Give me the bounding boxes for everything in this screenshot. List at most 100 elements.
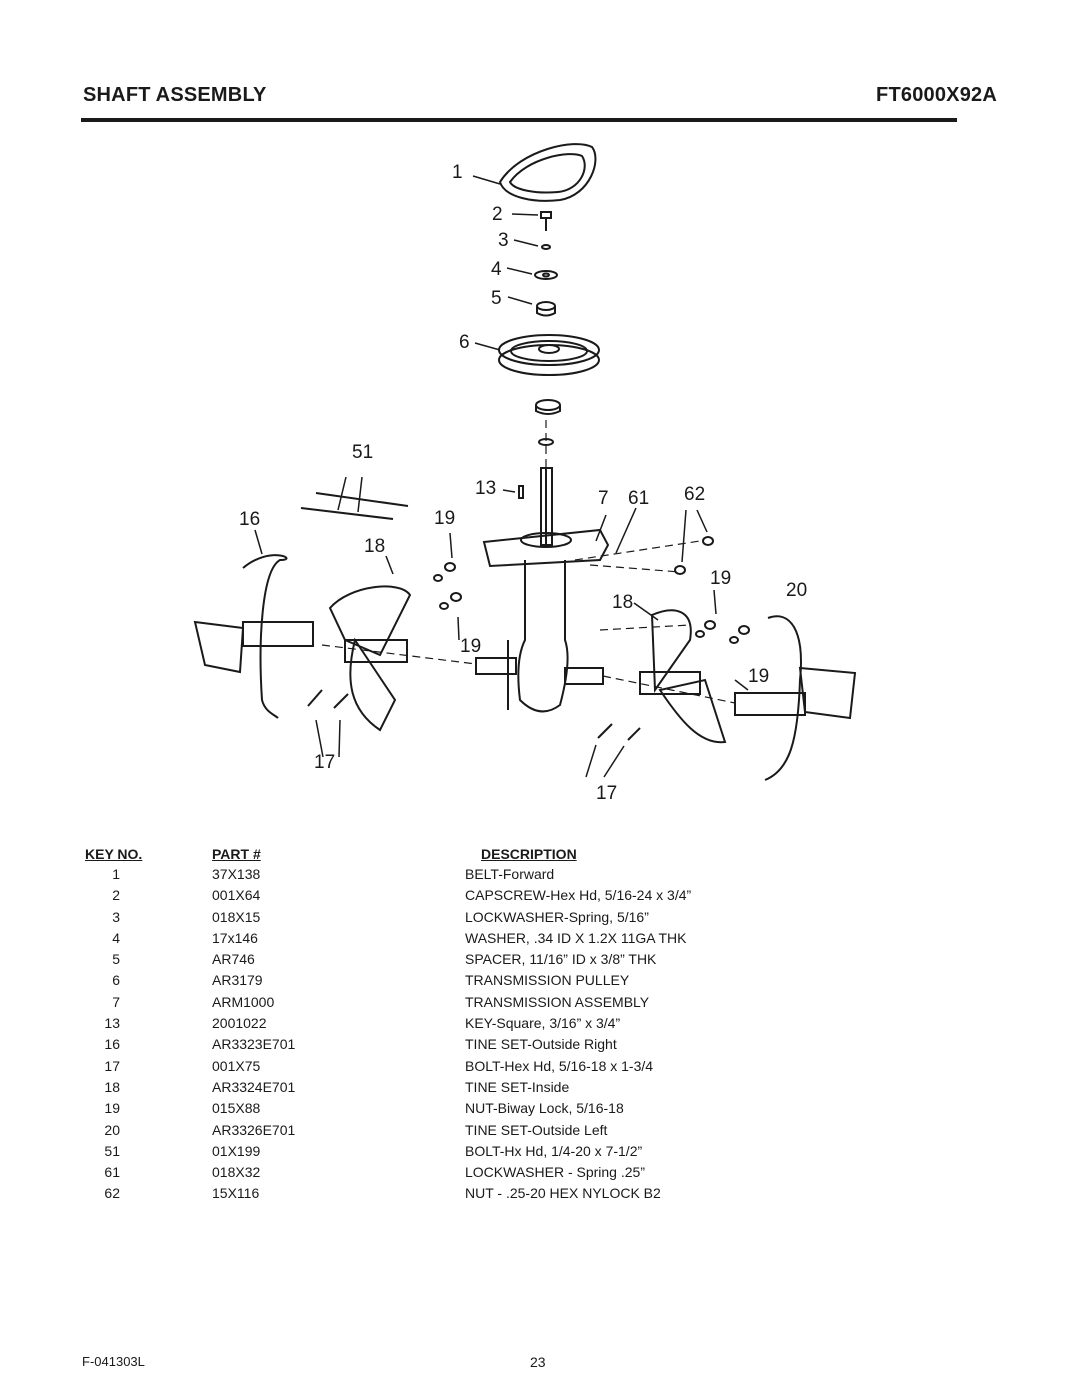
key-no-cell: 17 bbox=[104, 1057, 120, 1074]
callout-number: 17 bbox=[596, 783, 617, 804]
callout-number: 19 bbox=[434, 508, 455, 529]
key-no-cell: 4 bbox=[112, 929, 120, 946]
belt-part bbox=[498, 143, 597, 202]
key-no-cell: 7 bbox=[112, 993, 120, 1010]
part-number-cell: AR3324E701 bbox=[212, 1078, 296, 1095]
part-number-cell: 018X32 bbox=[212, 1164, 261, 1181]
long-bolts-part bbox=[300, 492, 409, 520]
part-number-cell: 2001022 bbox=[212, 1015, 267, 1032]
column-header-part-number: PART # bbox=[212, 846, 261, 862]
tine-set-outside-left-part bbox=[734, 615, 857, 781]
key-no-cell: 2 bbox=[112, 887, 120, 904]
key-no-cell: 61 bbox=[104, 1164, 120, 1181]
key-no-cell: 1 bbox=[112, 866, 120, 882]
part-number-cell: 17x146 bbox=[212, 929, 258, 946]
tine-set-inside-right-part bbox=[639, 609, 727, 744]
key-no-cell: 5 bbox=[112, 951, 120, 968]
key-no-cell: 18 bbox=[104, 1078, 120, 1095]
capscrew-part bbox=[540, 211, 552, 231]
callout-number: 4 bbox=[491, 259, 502, 280]
description-cell: NUT-Biway Lock, 5/16-18 bbox=[465, 1100, 624, 1117]
part-number-cell: AR3323E701 bbox=[212, 1036, 296, 1053]
page-number: 23 bbox=[530, 1354, 546, 1370]
callout-number: 18 bbox=[612, 592, 633, 613]
model-number: FT6000X92A bbox=[876, 84, 997, 106]
part-number-cell: 15X116 bbox=[212, 1185, 260, 1202]
description-cell: LOCKWASHER-Spring, 5/16” bbox=[465, 908, 649, 925]
table-row: 51 01X199 BOLT-Hx Hd, 1/4-20 x 7-1/2” bbox=[0, 1143, 1080, 1164]
key-no-cell: 3 bbox=[112, 908, 120, 925]
page-title: SHAFT ASSEMBLY bbox=[83, 84, 267, 106]
description-cell: TINE SET-Outside Left bbox=[465, 1121, 608, 1138]
callout-number: 51 bbox=[352, 442, 373, 463]
key-no-cell: 19 bbox=[104, 1100, 120, 1117]
tine-set-inside-left-part bbox=[328, 585, 412, 732]
description-cell: KEY-Square, 3/16” x 3/4” bbox=[465, 1015, 621, 1032]
transmission-part bbox=[475, 528, 610, 713]
description-cell: NUT - .25-20 HEX NYLOCK B2 bbox=[465, 1185, 661, 1202]
part-number-cell: 01X199 bbox=[212, 1142, 261, 1159]
spacer-part bbox=[536, 301, 556, 317]
tine-set-outside-right-part bbox=[193, 554, 314, 719]
lockwasher-part bbox=[541, 244, 551, 250]
description-cell: TINE SET-Outside Right bbox=[465, 1036, 617, 1053]
callout-number: 62 bbox=[684, 484, 705, 505]
key-no-cell: 6 bbox=[112, 972, 120, 989]
callout-number: 5 bbox=[491, 288, 502, 309]
table-row: 6 AR3179 TRANSMISSION PULLEY bbox=[0, 972, 1080, 993]
table-row: 61 018X32 LOCKWASHER - Spring .25” bbox=[0, 1164, 1080, 1185]
part-number-cell: AR3179 bbox=[212, 972, 263, 989]
part-number-cell: 001X75 bbox=[212, 1057, 261, 1074]
washer-part bbox=[534, 270, 558, 280]
callout-number: 16 bbox=[239, 509, 260, 530]
assembly-axis-lines bbox=[321, 420, 736, 704]
table-row: 62 15X116 NUT - .25-20 HEX NYLOCK B2 bbox=[0, 1185, 1080, 1206]
description-cell: CAPSCREW-Hex Hd, 5/16-24 x 3/4” bbox=[465, 887, 692, 904]
table-row: 4 17x146 WASHER, .34 ID X 1.2X 11GA THK bbox=[0, 930, 1080, 951]
pulley-part bbox=[498, 334, 600, 376]
description-cell: LOCKWASHER - Spring .25” bbox=[465, 1164, 645, 1181]
part-number-cell: 37X138 bbox=[212, 866, 261, 882]
description-cell: WASHER, .34 ID X 1.2X 11GA THK bbox=[465, 929, 687, 946]
key-no-cell: 51 bbox=[104, 1142, 120, 1159]
part-number-cell: AR3326E701 bbox=[212, 1121, 296, 1138]
callout-number: 19 bbox=[710, 568, 731, 589]
table-row: 20 AR3326E701 TINE SET-Outside Left bbox=[0, 1122, 1080, 1143]
document-code: F-041303L bbox=[82, 1354, 145, 1369]
biway-nuts-part bbox=[433, 536, 750, 644]
callout-number: 19 bbox=[460, 636, 481, 657]
table-row: 2 001X64 CAPSCREW-Hex Hd, 5/16-24 x 3/4” bbox=[0, 887, 1080, 908]
callout-number: 61 bbox=[628, 488, 649, 509]
column-header-key-no: KEY NO. bbox=[85, 846, 143, 862]
callout-number: 13 bbox=[475, 478, 496, 499]
callout-number: 1 bbox=[452, 162, 463, 183]
table-row: 13 2001022 KEY-Square, 3/16” x 3/4” bbox=[0, 1015, 1080, 1036]
part-number-cell: 015X88 bbox=[212, 1100, 261, 1117]
key-no-cell: 20 bbox=[104, 1121, 120, 1138]
table-row: 7 ARM1000 TRANSMISSION ASSEMBLY bbox=[0, 994, 1080, 1015]
hex-bolts-part bbox=[307, 689, 641, 741]
key-no-cell: 13 bbox=[104, 1015, 120, 1032]
callout-number: 3 bbox=[498, 230, 509, 251]
description-cell: TRANSMISSION PULLEY bbox=[465, 972, 630, 989]
table-row: 19 015X88 NUT-Biway Lock, 5/16-18 bbox=[0, 1100, 1080, 1121]
key-no-cell: 62 bbox=[104, 1185, 120, 1202]
callout-number: 18 bbox=[364, 536, 385, 557]
part-number-cell: 001X64 bbox=[212, 887, 261, 904]
callout-number: 20 bbox=[786, 580, 807, 601]
callout-number: 19 bbox=[748, 666, 769, 687]
description-cell: TRANSMISSION ASSEMBLY bbox=[465, 993, 650, 1010]
header-rule bbox=[81, 118, 957, 122]
callout-number: 17 bbox=[314, 752, 335, 773]
bearing-part bbox=[535, 399, 561, 415]
description-cell: BOLT-Hx Hd, 1/4-20 x 7-1/2” bbox=[465, 1142, 643, 1159]
part-number-cell: ARM1000 bbox=[212, 993, 275, 1010]
